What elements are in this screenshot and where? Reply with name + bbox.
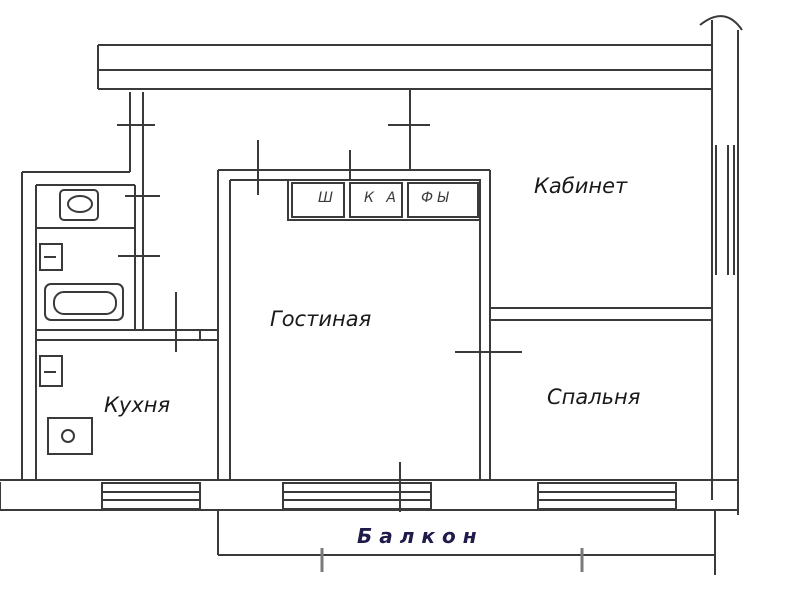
- balcony-label: Балкон: [357, 524, 484, 548]
- room-label-living-room: Гостиная: [270, 307, 372, 331]
- balcony-outline: [217, 510, 716, 575]
- closet-label-3: ФЫ: [421, 190, 453, 206]
- balcony-posts: [320, 548, 584, 572]
- stove-icon: [47, 417, 93, 455]
- top-exterior-wall: [97, 44, 712, 90]
- room-label-kitchen: Кухня: [104, 393, 171, 417]
- kitchen-sink-icon: [39, 355, 63, 387]
- bathtub-icon: [44, 283, 124, 321]
- window-living: [282, 482, 432, 510]
- sink-icon: [39, 243, 63, 271]
- closet: [287, 90, 481, 221]
- bathroom-block: [21, 92, 218, 480]
- closet-label-1: Ш: [318, 190, 337, 206]
- bottom-exterior-wall: [0, 479, 738, 511]
- toilet-icon: [59, 189, 99, 221]
- room-label-office: Кабинет: [534, 174, 628, 198]
- door-markers: [117, 124, 522, 512]
- room-label-bedroom: Спальня: [547, 385, 641, 409]
- window-kitchen: [101, 482, 201, 510]
- right-exterior-wall: [699, 15, 743, 515]
- closet-label-2: К А: [364, 190, 400, 206]
- window-bedroom: [537, 482, 677, 510]
- bedroom-office-wall: [490, 307, 712, 321]
